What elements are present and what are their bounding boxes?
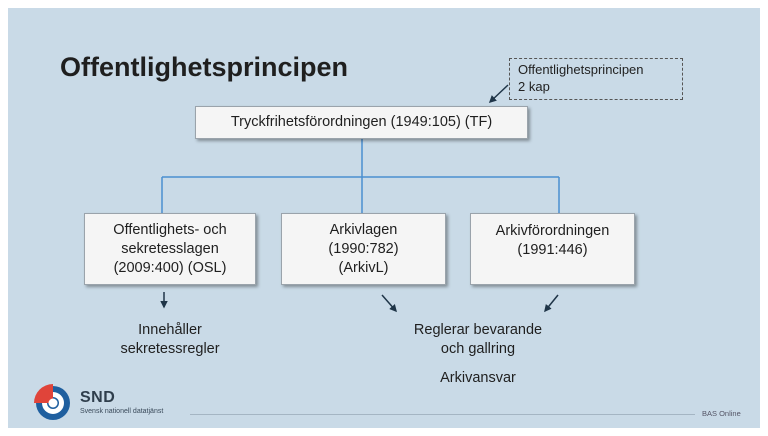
footer-divider xyxy=(190,414,695,415)
footer-label: BAS Online xyxy=(702,409,741,418)
archive-responsibility: Arkivansvar xyxy=(368,369,588,388)
brand-name: SND xyxy=(80,389,116,406)
snd-logo-icon xyxy=(34,384,70,420)
arkivforordningen-line-1: Arkivförordningen xyxy=(495,223,610,239)
slide-title: Offentlighetsprincipen xyxy=(60,52,349,82)
osl-description-line-1: Innehåller xyxy=(138,322,202,338)
osl-line-1: Offentlighets- och xyxy=(113,221,227,238)
archive-description-line-2: och gallring xyxy=(440,341,516,357)
arkivforordningen-box: Arkivförordningen (1991:446) xyxy=(470,213,635,285)
arkivlagen-box: Arkivlagen (1990:782) (ArkivL) xyxy=(281,213,446,285)
archive-description-line-1: Reglerar bevarande xyxy=(413,322,543,338)
arkivlagen-arrow xyxy=(381,294,397,313)
osl-line-2: sekretesslagen xyxy=(121,240,219,257)
osl-box: Offentlighets- och sekretesslagen (2009:… xyxy=(84,213,256,285)
note-line-1: Offentlighetsprincipen xyxy=(518,62,644,77)
arkivforordningen-arrow xyxy=(544,294,559,313)
archive-responsibility-text: Arkivansvar xyxy=(440,370,516,386)
arkivlagen-line-1: Arkivlagen xyxy=(329,221,398,238)
brand-subtitle: Svensk nationell datatjänst xyxy=(80,408,164,415)
tf-label: Tryckfrihetsförordningen (1949:105) (TF) xyxy=(230,114,493,130)
annotation-note: Offentlighetsprincipen 2 kap xyxy=(509,58,683,100)
arkivlagen-line-3: (ArkivL) xyxy=(338,259,389,276)
note-arrow xyxy=(488,84,509,104)
arkivlagen-line-2: (1990:782) xyxy=(328,240,399,257)
tf-box: Tryckfrihetsförordningen (1949:105) (TF) xyxy=(195,106,528,139)
arkivforordningen-line-2: (1991:446) xyxy=(517,242,588,258)
osl-description-line-2: sekretessregler xyxy=(120,341,220,357)
osl-description: Innehåller sekretessregler xyxy=(85,321,255,359)
osl-line-3: (2009:400) (OSL) xyxy=(113,259,227,276)
archive-description: Reglerar bevarande och gallring xyxy=(368,321,588,359)
note-line-2: 2 kap xyxy=(518,79,550,94)
